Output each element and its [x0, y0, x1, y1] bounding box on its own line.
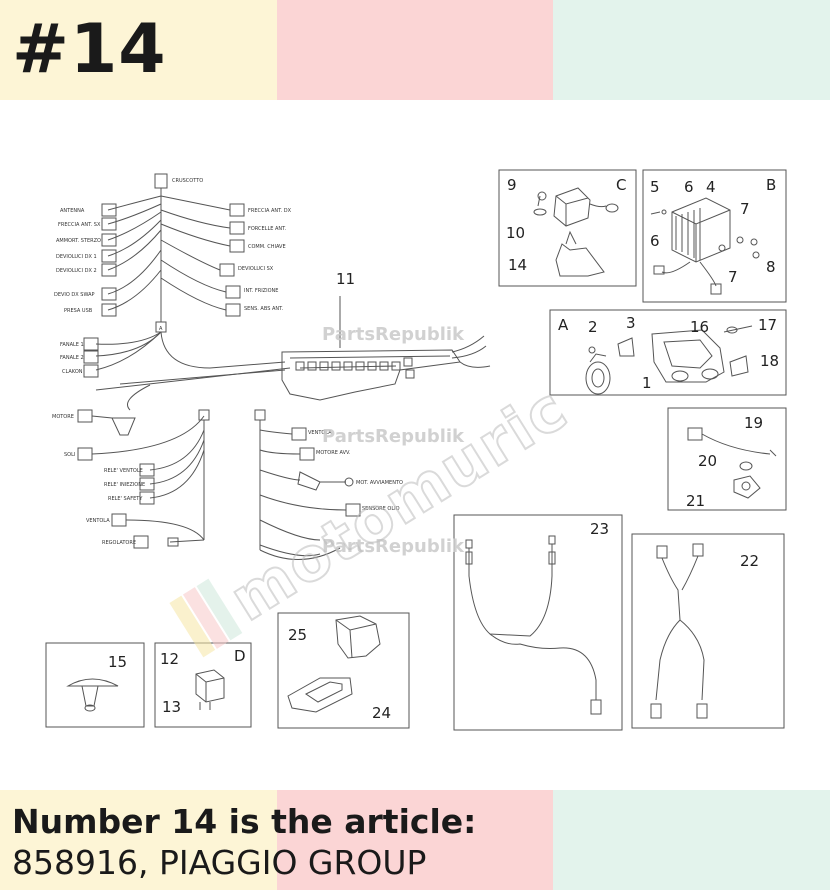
part-number-badge: #14 — [12, 10, 167, 89]
regulator-b — [650, 197, 760, 295]
part-label-3: 3 — [626, 314, 636, 332]
horn-and-bracket-a — [585, 325, 753, 395]
part-label-25: 25 — [288, 626, 307, 644]
label-sensore-olio: SENSORE OLIO — [362, 506, 400, 512]
covers-24-25 — [287, 615, 381, 713]
label-comm-chiave: COMM. CHIAVE — [248, 244, 286, 250]
part-label-2: 2 — [588, 318, 598, 336]
part-label-19: 19 — [744, 414, 763, 432]
svg-text:motomuric: motomuric — [218, 373, 580, 635]
exploded-parts-diagram: CRUSCOTTO ANTENNA FRECCIA ANT. SX AMMORT… — [45, 169, 787, 731]
wiring-schematic — [77, 173, 491, 560]
part-label-18: 18 — [760, 352, 779, 370]
part-label-21: 21 — [686, 492, 705, 510]
part-label-24: 24 — [372, 704, 391, 722]
label-freccia-dx: FRECCIA ANT. DX — [248, 208, 292, 214]
part-label-8: 8 — [766, 258, 776, 276]
part-label-14: 14 — [508, 256, 527, 274]
part-label-6b: 6 — [650, 232, 660, 250]
part-label-9: 9 — [507, 176, 517, 194]
label-antenna: ANTENNA — [60, 208, 85, 214]
part-label-22: 22 — [740, 552, 759, 570]
part-label-5: 5 — [650, 178, 660, 196]
bottom-color-band — [0, 790, 830, 890]
label-int-frizione: INT. FRIZIONE — [244, 288, 278, 294]
part-label-7a: 7 — [740, 200, 750, 218]
part-label-15: 15 — [108, 653, 127, 671]
watermark-stamp: motomuric — [169, 372, 581, 658]
label-sens-abs: SENS. ABS ANT. — [244, 306, 284, 312]
label-cruscotto: CRUSCOTTO — [172, 178, 203, 184]
part-label-16: 16 — [690, 318, 709, 336]
part-label-17: 17 — [758, 316, 777, 334]
caption-title: Number 14 is the article: — [12, 802, 477, 841]
part-label-20: 20 — [698, 452, 717, 470]
label-rele-safety: RELE' SAFETY — [108, 496, 143, 502]
node-a-label: A — [159, 326, 163, 332]
harness-22 — [650, 543, 708, 719]
label-regolatore: REGOLATORE — [102, 540, 136, 546]
part-label-7b: 7 — [728, 268, 738, 286]
label-motore: MOTORE — [52, 414, 74, 420]
label-clakon: CLAKON — [62, 369, 83, 375]
label-ammort: AMMORT. STERZO — [56, 238, 101, 244]
clip-15 — [66, 678, 119, 712]
label-fanale-2: FANALE 2 — [60, 355, 84, 361]
part-label-1: 1 — [642, 374, 652, 392]
part-label-13: 13 — [162, 698, 181, 716]
part-label-4: 4 — [706, 178, 716, 196]
group-label-a: A — [558, 316, 569, 334]
watermark-brand-2: PartsRepublik — [322, 426, 465, 447]
watermark-brand-1: PartsRepublik — [322, 324, 465, 345]
top-color-band — [0, 0, 830, 100]
part-label-6a: 6 — [684, 178, 694, 196]
part-label-11: 11 — [336, 270, 355, 288]
label-devio-swap: DEVIO DX SWAP — [54, 292, 95, 298]
part-label-12: 12 — [160, 650, 179, 668]
label-rele-ventole: RELE' VENTOLE — [104, 468, 143, 474]
watermark-brand-3: PartsRepublik — [322, 536, 465, 557]
label-ventola: VENTOLA — [86, 518, 110, 524]
part-label-23: 23 — [590, 520, 609, 538]
label-ventola-mid: VENTOLA — [308, 430, 332, 436]
relay-c — [533, 187, 619, 277]
label-devioluci-2: DEVIOLUCI DX 2 — [56, 268, 97, 274]
group-label-d: D — [234, 647, 246, 665]
part-label-10: 10 — [506, 224, 525, 242]
harness-23 — [465, 535, 602, 715]
label-presa-usb: PRESA USB — [64, 308, 93, 314]
label-freccia-sx: FRECCIA ANT. SX — [58, 222, 101, 228]
group-label-b: B — [766, 176, 776, 194]
sensor-19-21 — [687, 427, 777, 499]
group-label-c: C — [616, 176, 626, 194]
label-fanale-1: FANALE 1 — [60, 342, 84, 348]
relay-d — [195, 669, 225, 710]
label-mot-avviamento: MOT. AVVIAMENTO — [356, 480, 403, 486]
caption-article: 858916, PIAGGIO GROUP — [12, 843, 427, 882]
label-devioluci-1: DEVIOLUCI DX 1 — [56, 254, 97, 260]
label-devioluci-sx: DEVIOLUCI SX — [238, 266, 274, 272]
label-forcelle: FORCELLE ANT. — [248, 226, 287, 232]
label-motore-avv: MOTORE AVV. — [316, 450, 351, 456]
label-rele-iniezione: RELE' INIEZIONE — [104, 482, 145, 488]
label-soli: SOLI — [64, 452, 75, 458]
